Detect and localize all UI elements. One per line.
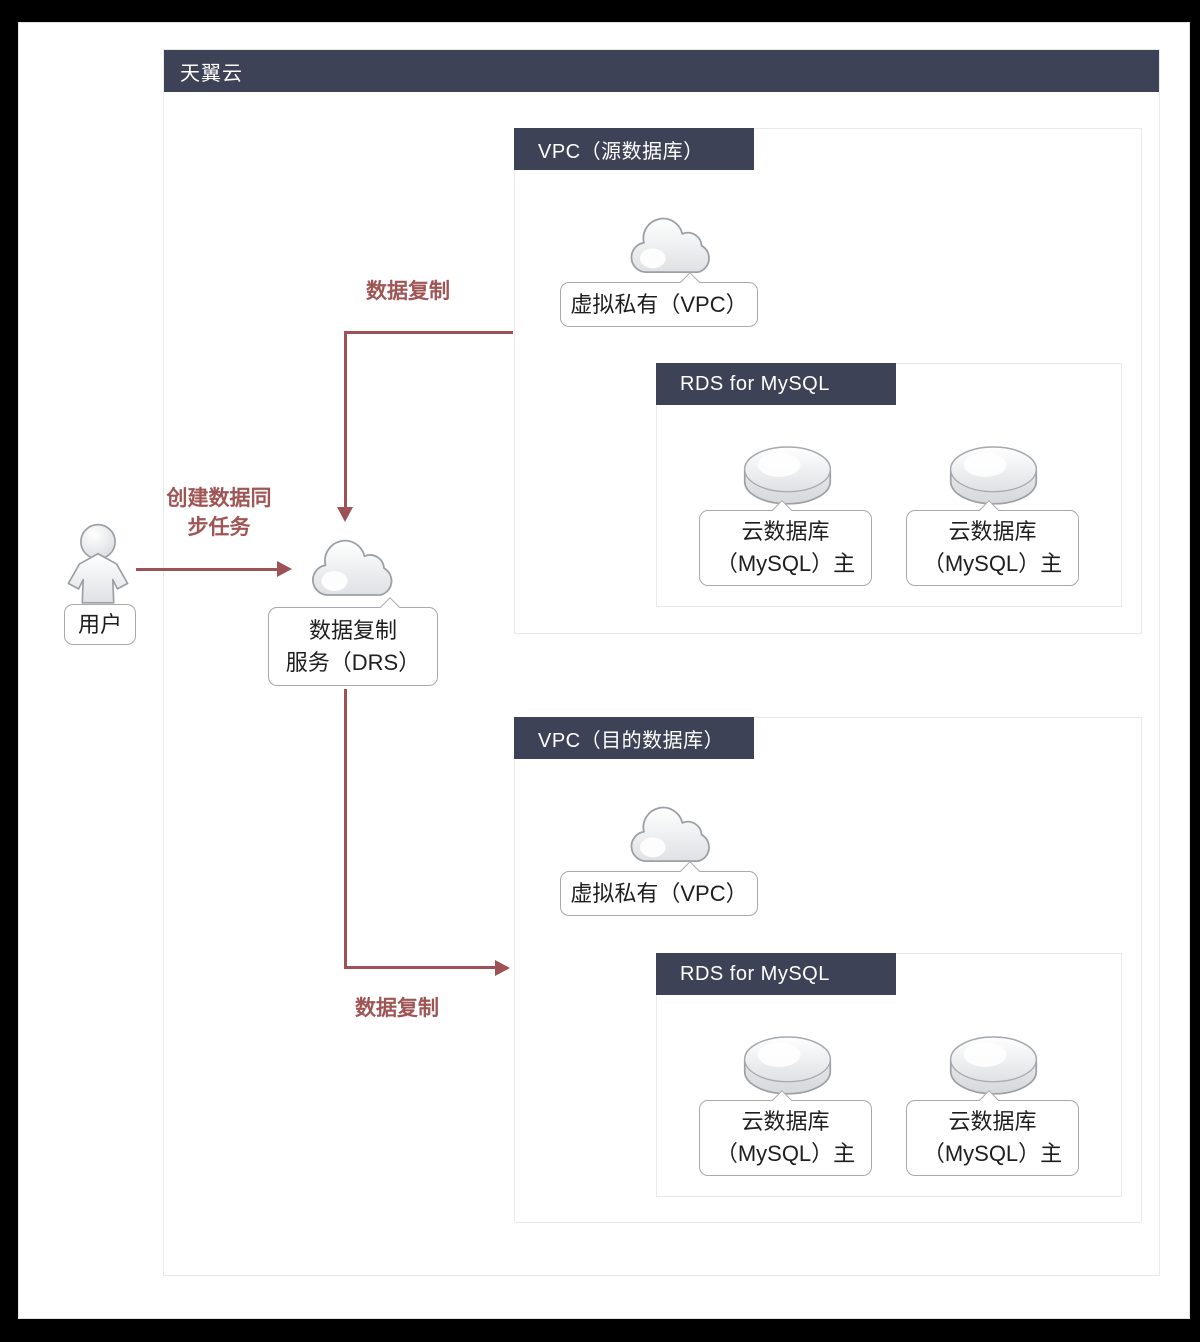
arrow-drs-to-dest-hline (344, 966, 495, 969)
db-label-line2: （MySQL）主 (715, 1141, 856, 1166)
drs-label-line2: 服务（DRS） (285, 649, 421, 675)
provider-container: 天翼云 VPC（源数据库） 虚拟私有（VPC） RDS for MySQL (163, 49, 1160, 1276)
vpc-label: 虚拟私有（VPC） (570, 880, 748, 906)
database-icon (947, 441, 1040, 509)
rds-title-bar: RDS for MySQL (656, 363, 896, 405)
rds-title-bar: RDS for MySQL (656, 953, 896, 995)
database-icon (947, 1031, 1040, 1099)
user-label-bubble: 用户 (64, 604, 136, 645)
database-icon (741, 1031, 834, 1099)
db-label-line1: 云数据库 (948, 519, 1037, 545)
arrow-drs-to-dest-vline (344, 689, 347, 966)
vpc-source-title: VPC（源数据库） (538, 140, 704, 163)
replicate-bottom-flow-label: 数据复制 (355, 997, 439, 1020)
db-label-line2: （MySQL）主 (922, 551, 1063, 576)
db-label-bubble: 云数据库 （MySQL）主 (906, 500, 1079, 586)
db-label-line2: （MySQL）主 (922, 1141, 1063, 1166)
provider-header-bar: 天翼云 (164, 50, 1159, 92)
rds-box: RDS for MySQL 云数据库 （MySQL）主 (656, 363, 1122, 607)
create-task-line2: 步任务 (187, 516, 251, 539)
vpc-dest-box: VPC（目的数据库） 虚拟私有（VPC） RDS for MySQL (514, 717, 1142, 1223)
user-icon (61, 520, 135, 606)
vpc-label: 虚拟私有（VPC） (570, 291, 748, 317)
create-task-line1: 创建数据同 (166, 487, 272, 510)
provider-title: 天翼云 (180, 62, 243, 85)
arrow-source-to-drs-vline (344, 331, 347, 507)
arrow-source-to-drs-head (337, 507, 353, 522)
vpc-dest-title-bar: VPC（目的数据库） (514, 717, 754, 759)
vpc-source-box: VPC（源数据库） 虚拟私有（VPC） RDS for MySQL (514, 128, 1142, 634)
diagram-page: 天翼云 VPC（源数据库） 虚拟私有（VPC） RDS for MySQL (18, 22, 1190, 1319)
cloud-icon (622, 210, 721, 283)
arrow-user-to-drs-head (277, 561, 292, 577)
db-label-line1: 云数据库 (741, 519, 830, 545)
rds-box: RDS for MySQL 云数据库 （MySQL）主 (656, 953, 1122, 1197)
create-task-flow-label: 创建数据同 步任务 (139, 484, 299, 542)
rds-title: RDS for MySQL (680, 372, 830, 395)
database-icon (741, 441, 834, 509)
arrow-drs-to-dest-head (495, 960, 510, 976)
arrow-source-to-drs-hline (344, 331, 513, 334)
arrow-user-to-drs-line (136, 568, 279, 571)
vpc-source-title-bar: VPC（源数据库） (514, 128, 754, 170)
db-label-line1: 云数据库 (948, 1109, 1037, 1135)
vpc-label-bubble: 虚拟私有（VPC） (560, 272, 758, 327)
db-label-line1: 云数据库 (741, 1109, 830, 1135)
replicate-top-flow-label: 数据复制 (366, 280, 450, 303)
cloud-icon (622, 799, 721, 872)
db-label-bubble: 云数据库 （MySQL）主 (699, 1090, 872, 1176)
cloud-icon (303, 532, 404, 606)
drs-label-line1: 数据复制 (308, 617, 397, 643)
db-label-bubble: 云数据库 （MySQL）主 (906, 1090, 1079, 1176)
rds-title: RDS for MySQL (680, 962, 830, 985)
user-label: 用户 (77, 611, 122, 637)
db-label-line2: （MySQL）主 (715, 551, 856, 576)
vpc-label-bubble: 虚拟私有（VPC） (560, 861, 758, 916)
drs-label-bubble: 数据复制 服务（DRS） (268, 597, 438, 686)
db-label-bubble: 云数据库 （MySQL）主 (699, 500, 872, 586)
vpc-dest-title: VPC（目的数据库） (538, 729, 725, 752)
